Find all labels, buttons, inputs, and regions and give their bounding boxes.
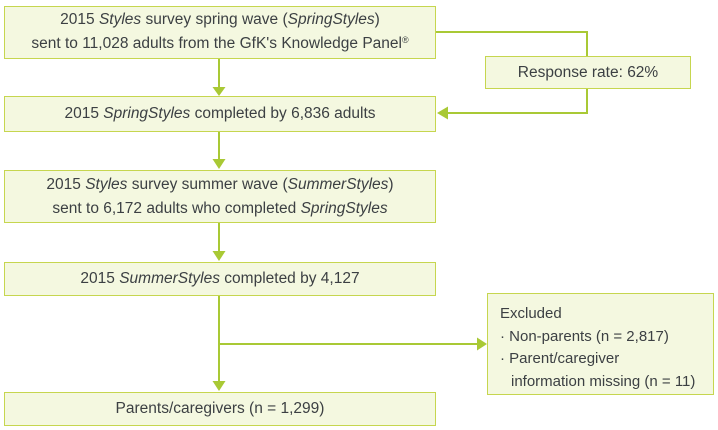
text-line: Response rate: 62%	[518, 61, 658, 85]
box-parents-caregivers: Parents/caregivers (n = 1,299)	[4, 392, 436, 426]
arrow-summer-completed-to-parents-head	[212, 381, 226, 391]
arrow-spring-completed-to-summer-sent-head	[212, 159, 226, 169]
text-segment: Excluded	[500, 305, 562, 322]
box-summerstyles-completed: 2015 SummerStyles completed by 4,127	[4, 262, 436, 296]
text-line: Parents/caregivers (n = 1,299)	[116, 397, 325, 421]
text-line: 2015 Styles survey spring wave (SpringSt…	[60, 8, 380, 32]
text-line: sent to 11,028 adults from the GfK's Kno…	[31, 32, 408, 57]
text-segment: Parents/caregivers (n = 1,299)	[115, 400, 325, 417]
text-segment: 2015	[46, 175, 86, 193]
text-segment: · Parent/caregiver	[500, 350, 620, 367]
text-segment: 2015	[80, 270, 120, 287]
text-segment: 2015	[60, 11, 99, 28]
text-line: sent to 6,172 adults who completed Sprin…	[52, 197, 387, 221]
arrow-summer-sent-to-completed-head	[212, 251, 226, 261]
text-segment: SpringStyles	[287, 11, 375, 28]
response-rate-connector-head	[437, 106, 448, 120]
text-segment: Response rate: 62%	[517, 63, 659, 81]
text-segment: sent to 6,172 adults who completed	[52, 199, 301, 217]
box-excluded: Excluded · Non-parents (n = 2,817) · Paren…	[487, 293, 714, 395]
arrow-to-excluded-head	[477, 337, 487, 351]
text-line: 2015 SummerStyles completed by 4,127	[80, 267, 359, 291]
text-segment: )	[388, 175, 394, 193]
text-segment: completed by 6,836 adults	[190, 105, 376, 122]
text-segment: completed by 4,127	[219, 270, 360, 287]
box-springstyles-completed: 2015 SpringStyles completed by 6,836 adu…	[4, 96, 436, 132]
text-segment: SpringStyles	[300, 199, 388, 217]
text-line: 2015 Styles survey summer wave (SummerSt…	[46, 173, 393, 197]
text-segment: SummerStyles	[119, 270, 220, 287]
text-segment: ®	[401, 35, 409, 45]
text-segment: Styles	[85, 175, 128, 193]
text-segment: survey spring wave (	[141, 11, 288, 28]
text-line: · Non-parents (n = 2,817)	[500, 326, 669, 349]
text-line: 2015 SpringStyles completed by 6,836 adu…	[64, 102, 375, 126]
box-response-rate: Response rate: 62%	[485, 56, 691, 89]
text-segment: Styles	[98, 11, 142, 28]
text-segment: · Non-parents (n = 2,817)	[500, 327, 669, 345]
text-segment: SummerStyles	[287, 175, 389, 193]
box-summerstyles-sent: 2015 Styles survey summer wave (SummerSt…	[4, 170, 436, 223]
arrow-spring-sent-to-completed-head	[212, 87, 226, 96]
text-line: information missing (n = 11)	[500, 371, 695, 394]
text-segment: SpringStyles	[103, 105, 191, 122]
text-segment: information missing (n = 11)	[511, 372, 696, 390]
text-segment: survey summer wave (	[127, 175, 288, 193]
text-segment: )	[374, 11, 380, 28]
text-segment: 2015	[64, 105, 104, 122]
text-line: Excluded	[500, 303, 562, 326]
box-springstyles-sent: 2015 Styles survey spring wave (SpringSt…	[4, 6, 436, 59]
text-line: · Parent/caregiver	[500, 348, 619, 371]
text-segment: sent to 11,028 adults from the GfK's Kno…	[31, 35, 402, 52]
